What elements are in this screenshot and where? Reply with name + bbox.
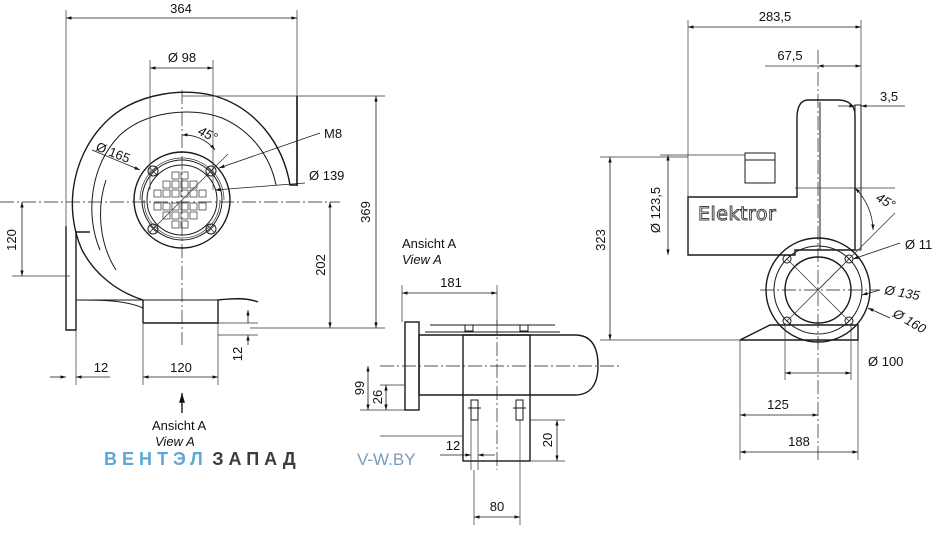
side-dim-100: Ø 100	[868, 354, 903, 369]
base-outlet	[143, 297, 259, 324]
view-a-dim-99: 99	[352, 381, 367, 395]
watermark-brand: ВЕНТЭЛ ЗАПАД	[104, 449, 301, 469]
side-dim-angle: 45°	[874, 190, 899, 213]
side-motor-body	[687, 99, 856, 256]
dim-axis-height: 120	[4, 229, 19, 251]
view-a-dim-20: 20	[540, 433, 555, 447]
view-a-bolts	[464, 324, 529, 421]
impeller-grid	[139, 157, 225, 239]
watermark-dark: ЗАПАД	[212, 449, 300, 469]
side-bolt-holes	[782, 254, 854, 326]
view-a-dim-len: 181	[440, 275, 462, 290]
side-dim-hole: Ø 11	[905, 237, 932, 252]
view-a-dim-26: 26	[370, 390, 385, 404]
dim-width: 364	[170, 1, 192, 16]
side-dim-motor: Ø 123,5	[648, 187, 663, 233]
dim-bolt-circle: Ø 139	[309, 168, 344, 183]
volute-housing	[71, 91, 298, 323]
side-dim-height: 323	[593, 229, 608, 251]
dim-angle-front: 45°	[196, 123, 220, 145]
dim-inlet: Ø 98	[168, 50, 196, 65]
dim-foot-width: 12	[94, 360, 108, 375]
side-dim-offset: 67,5	[777, 48, 802, 63]
side-dim-gap: 3,5	[880, 89, 898, 104]
view-a-base	[462, 334, 531, 462]
side-dim-len: 283,5	[759, 9, 792, 24]
side-dim-135: Ø 135	[882, 282, 921, 303]
dim-outlet-height: 202	[313, 254, 328, 276]
view-a-title: Ansicht A	[402, 236, 457, 251]
front-view: 364 Ø 98 45° M8 Ø 139 Ø 165 369 202 120	[0, 1, 385, 449]
side-brand: Elektror	[698, 203, 776, 225]
dim-base-thickness: 12	[230, 347, 245, 361]
side-dim-160: Ø 160	[890, 305, 930, 337]
watermark: ВЕНТЭЛ ЗАПАД V-W.BY	[104, 449, 416, 469]
side-dim-188: 188	[788, 434, 810, 449]
dim-base-width: 120	[170, 360, 192, 375]
volute-inner-line	[91, 111, 277, 251]
diag-line	[149, 153, 229, 233]
volute-outer-ring	[100, 179, 117, 271]
view-a-body	[418, 334, 599, 396]
side-terminal-box	[744, 152, 776, 184]
view-a-title-en: View A	[402, 252, 442, 267]
side-base	[739, 324, 859, 341]
dim-height: 369	[358, 201, 373, 223]
view-a-label-en: View A	[155, 434, 195, 449]
view-a: Ansicht A View A 181 99 26 20	[352, 236, 620, 525]
foot-curve	[75, 299, 144, 309]
view-a-label: Ansicht A	[152, 418, 207, 433]
dim-bolt: M8	[324, 126, 342, 141]
side-dim-125: 125	[767, 397, 789, 412]
watermark-blue: ВЕНТЭЛ	[104, 449, 208, 469]
view-a-dim-12: 12	[446, 438, 460, 453]
side-view: Elektror 283,5 67,5 3,5 Ø 123,5	[593, 9, 932, 460]
side-flange-plate	[854, 104, 862, 251]
view-a-dim-80: 80	[490, 499, 504, 514]
watermark-site: V-W.BY	[357, 450, 416, 469]
